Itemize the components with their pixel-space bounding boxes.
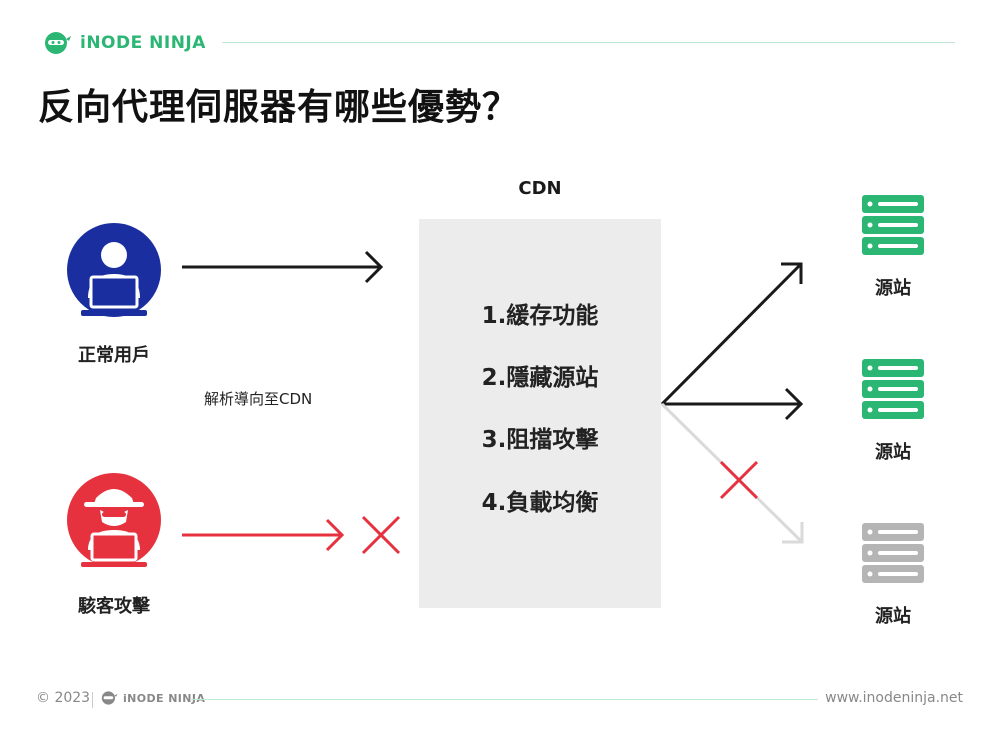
website-link[interactable]: www.inodeninja.net <box>825 690 963 706</box>
header-logo: iNODE NINJA <box>42 31 206 55</box>
cdn-feature-load-balancing: 4.負載均衡 <box>481 490 599 516</box>
cdn-box <box>419 219 661 608</box>
server-1-icon <box>862 195 924 255</box>
header-divider <box>222 42 955 43</box>
hacker-icon <box>67 473 161 567</box>
cdn-to-server-1-arrow <box>660 262 803 406</box>
page-title: 反向代理伺服器有哪些優勢？ <box>38 87 520 128</box>
server-1-label: 源站 <box>875 278 911 299</box>
server-3-label: 源站 <box>875 606 911 627</box>
footer-logo: iNODE NINJA <box>100 690 205 706</box>
cdn-label: CDN <box>518 178 562 199</box>
footer-separator <box>92 692 93 708</box>
server-block-x-icon <box>719 460 759 500</box>
hacker-arrow <box>182 518 345 552</box>
footer-ninja-logo-icon <box>101 691 118 705</box>
brand-name: iNODE NINJA <box>80 33 206 53</box>
footer-brand-name: iNODE NINJA <box>123 691 206 705</box>
server-2-icon <box>862 359 924 419</box>
ninja-logo-icon <box>45 32 71 54</box>
resolve-label: 解析導向至CDN <box>204 390 313 408</box>
cdn-feature-caching: 1.緩存功能 <box>481 303 599 329</box>
user-arrow <box>182 250 384 284</box>
server-3-icon <box>862 523 924 583</box>
normal-user-label: 正常用戶 <box>78 345 150 366</box>
hacker-label: 駭客攻擊 <box>78 596 150 617</box>
footer-divider <box>190 699 818 700</box>
cdn-feature-block-attacks: 3.阻擋攻擊 <box>481 427 599 453</box>
hacker-block-x-icon <box>361 515 401 555</box>
user-laptop-icon <box>67 223 161 317</box>
server-2-label: 源站 <box>875 442 911 463</box>
cdn-feature-hide-origin: 2.隱藏源站 <box>481 365 599 391</box>
copyright: © 2023 <box>36 690 91 706</box>
cdn-to-server-2-arrow <box>662 387 804 421</box>
